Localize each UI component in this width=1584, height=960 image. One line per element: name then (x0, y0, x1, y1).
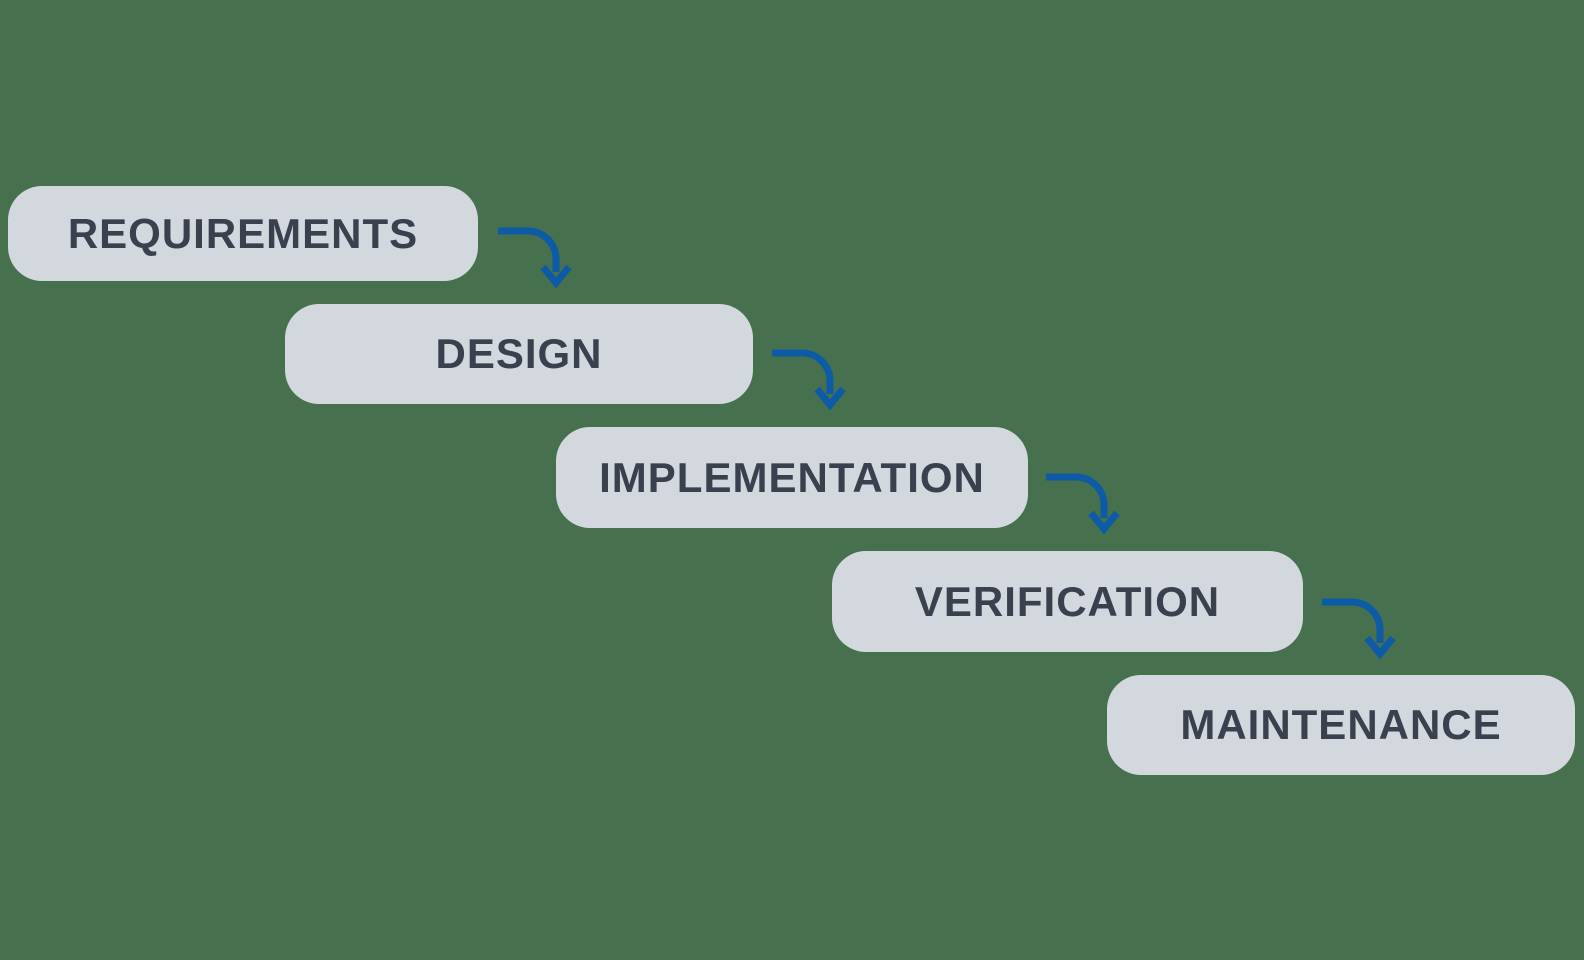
flow-arrow-icon (1322, 598, 1396, 660)
step-label-verification: VERIFICATION (914, 577, 1221, 625)
step-box-verification: VERIFICATION (832, 551, 1303, 652)
step-label-requirements: REQUIREMENTS (67, 209, 419, 257)
step-box-implementation: IMPLEMENTATION (556, 427, 1028, 528)
step-label-implementation: IMPLEMENTATION (599, 453, 985, 501)
flow-arrow-icon (498, 227, 572, 289)
flow-arrow-icon (1046, 473, 1120, 535)
step-box-design: DESIGN (285, 304, 753, 404)
step-label-maintenance: MAINTENANCE (1180, 701, 1502, 748)
flow-arrow-icon (772, 349, 846, 411)
step-box-maintenance: MAINTENANCE (1107, 675, 1575, 775)
step-label-design: DESIGN (435, 330, 603, 377)
step-box-requirements: REQUIREMENTS (8, 186, 478, 281)
